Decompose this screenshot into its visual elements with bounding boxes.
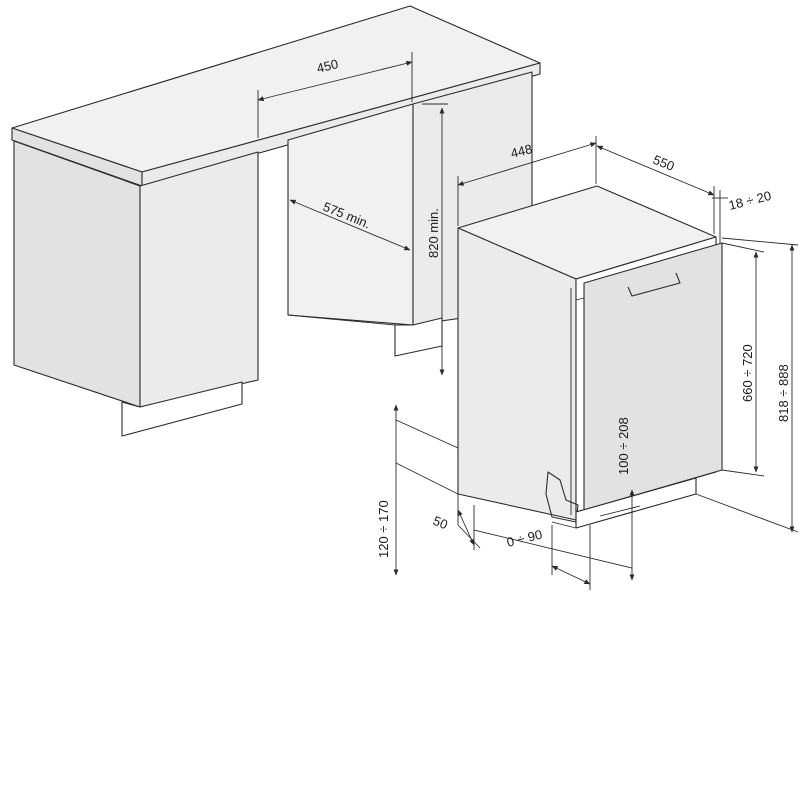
label-plinth-gap: 0 ÷ 90 <box>505 527 544 550</box>
label-panel-thickness: 18 ÷ 20 <box>727 188 773 213</box>
door-handle <box>627 272 681 297</box>
left-cabinet-front <box>13 140 141 408</box>
label-appliance-width: 448 <box>509 141 534 161</box>
label-counter-width: 450 <box>315 56 340 76</box>
dishwasher-appliance <box>457 185 723 529</box>
label-total-height: 818 ÷ 888 <box>776 364 791 422</box>
label-plinth-setback: 50 <box>431 513 450 532</box>
label-panel-height: 660 ÷ 720 <box>740 344 755 402</box>
left-cabinet-side <box>139 151 259 408</box>
dishwasher-door-panel <box>583 242 723 511</box>
label-cavity-height: 820 min. <box>426 208 441 258</box>
label-foot-adjust: 100 ÷ 208 <box>616 417 631 475</box>
dishwasher-side <box>457 227 577 521</box>
label-plinth-height: 120 ÷ 170 <box>376 500 391 558</box>
dimension-lines <box>257 52 799 590</box>
